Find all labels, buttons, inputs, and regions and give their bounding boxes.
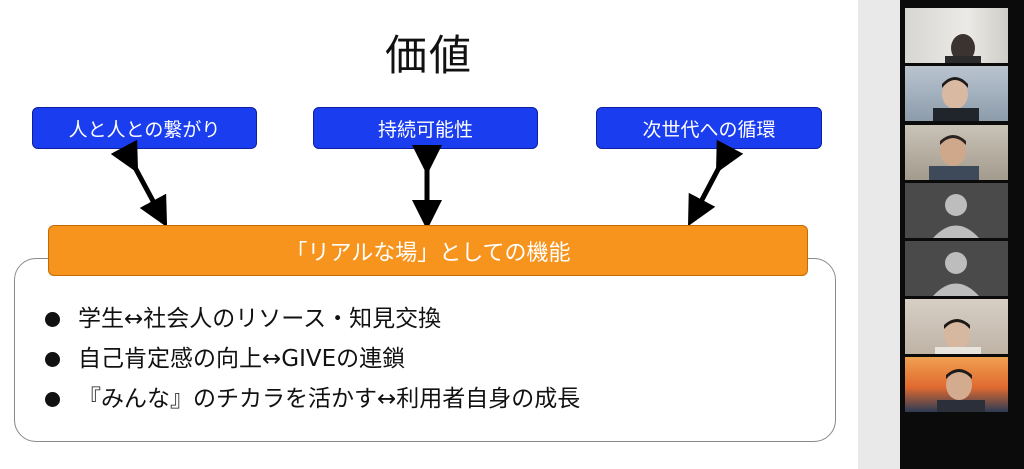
bullet-item: 『みんな』のチカラを活かす↔利用者自身の成長 xyxy=(45,379,580,419)
participant-tile-4[interactable] xyxy=(905,183,1008,238)
slide-gutter xyxy=(858,0,900,469)
participant-tile-3[interactable] xyxy=(905,125,1008,180)
value-box-next-generation: 次世代への循環 xyxy=(596,107,822,149)
bullet-dot-icon xyxy=(45,391,60,407)
bullet-dot-icon xyxy=(45,351,60,367)
default-avatar-icon xyxy=(933,194,979,238)
bullet-item: 学生↔社会人のリソース・知見交換 xyxy=(45,299,580,339)
bullet-text: 学生↔社会人のリソース・知見交換 xyxy=(78,306,442,332)
bullet-text: 『みんな』のチカラを活かす↔利用者自身の成長 xyxy=(78,386,581,412)
double-arrow-icon xyxy=(687,139,744,227)
value-box-connection: 人と人との繋がり xyxy=(32,107,257,149)
bullet-box: 学生↔社会人のリソース・知見交換 自己肯定感の向上↔GIVEの連鎖 『みんな』の… xyxy=(14,258,836,442)
default-avatar-icon xyxy=(933,252,979,296)
double-arrow-icon xyxy=(110,139,168,228)
participant-tile-5[interactable] xyxy=(905,241,1008,296)
bullet-list: 学生↔社会人のリソース・知見交換 自己肯定感の向上↔GIVEの連鎖 『みんな』の… xyxy=(45,299,580,419)
bullet-text: 自己肯定感の向上↔GIVEの連鎖 xyxy=(78,346,406,372)
person-video-icon xyxy=(937,369,985,412)
bullet-item: 自己肯定感の向上↔GIVEの連鎖 xyxy=(45,339,580,379)
person-video-icon xyxy=(935,319,981,354)
participant-tile-1[interactable] xyxy=(905,8,1008,63)
function-bar: 「リアルな場」としての機能 xyxy=(48,225,808,276)
bullet-dot-icon xyxy=(45,311,60,327)
person-video-icon xyxy=(933,77,979,121)
value-box-sustainability: 持続可能性 xyxy=(313,107,538,149)
presentation-slide: 価値 人と人との繋がり 持続可能性 次世代への循環 学生↔社会人のリソース・知見… xyxy=(14,31,836,442)
participant-tile-2[interactable] xyxy=(905,66,1008,121)
person-video-icon xyxy=(929,135,979,180)
participant-tile-6[interactable] xyxy=(905,299,1008,354)
person-video-icon xyxy=(945,34,981,63)
slide-title: 価値 xyxy=(384,31,473,80)
participant-tile-7[interactable] xyxy=(905,357,1008,412)
